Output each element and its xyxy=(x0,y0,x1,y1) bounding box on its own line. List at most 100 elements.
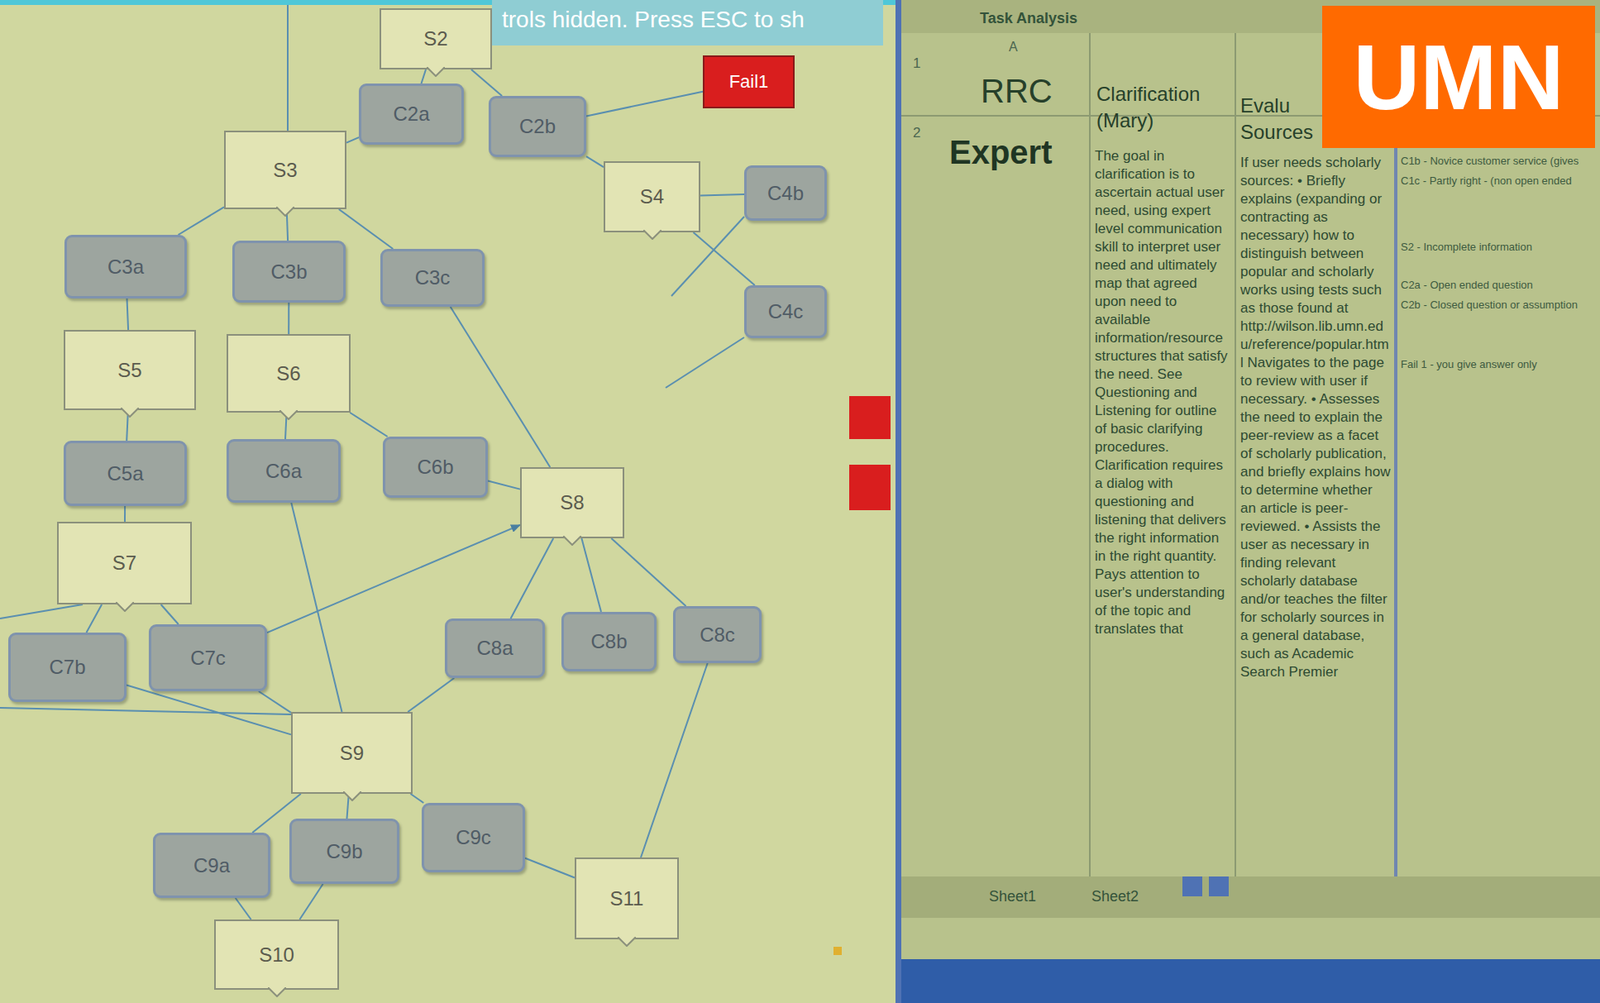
column-heading: Evalu Sources xyxy=(1240,92,1319,146)
connector xyxy=(487,481,521,490)
box-label: C2a xyxy=(392,102,430,126)
box-label: S9 xyxy=(339,741,364,765)
hint-banner: trols hidden. Press ESC to sh xyxy=(491,0,884,46)
box-label: C4c xyxy=(768,300,804,324)
connector xyxy=(124,506,126,522)
note-text: C2b - Closed question or assumption xyxy=(1400,297,1596,312)
connector xyxy=(299,883,323,920)
connector xyxy=(586,156,604,168)
box-label: C2b xyxy=(519,114,556,139)
connector xyxy=(410,793,425,803)
connector xyxy=(126,685,292,736)
choice-box: C3b xyxy=(232,240,346,303)
connector xyxy=(421,69,427,84)
choice-box: C8a xyxy=(444,618,545,679)
box-label: UMN xyxy=(1352,23,1564,131)
choice-box: C8c xyxy=(673,606,762,664)
choice-box: C9c xyxy=(421,802,526,873)
row-number: 2 xyxy=(912,124,921,143)
choice-box: C6a xyxy=(226,439,341,503)
box-label: C8b xyxy=(590,630,627,654)
choice-box: C6b xyxy=(382,436,488,498)
connector xyxy=(291,502,342,712)
connector xyxy=(339,209,394,249)
choice-box: C3a xyxy=(64,234,187,299)
column-header: A xyxy=(1008,38,1018,56)
box-label: C8c xyxy=(699,623,736,647)
step-box: S8 xyxy=(520,467,625,539)
box-label: C3c xyxy=(415,266,451,290)
choice-box: C4c xyxy=(744,285,827,339)
box-label: S4 xyxy=(640,185,664,209)
connector xyxy=(693,232,755,286)
step-notch xyxy=(115,601,134,612)
box-label: C8a xyxy=(476,636,513,660)
box-label: C3b xyxy=(270,260,307,284)
box-label: C9a xyxy=(193,854,230,878)
sheet-tab: Sheet2 xyxy=(1091,886,1139,907)
choice-box: C9a xyxy=(152,832,271,898)
step-notch xyxy=(276,206,295,217)
step-notch xyxy=(120,407,139,418)
box-label: C3a xyxy=(107,255,144,279)
box-label: S8 xyxy=(559,491,584,515)
box-label: S11 xyxy=(610,887,645,911)
row-number: 1 xyxy=(912,54,921,73)
choice-box: C2b xyxy=(488,95,587,158)
box-label: S5 xyxy=(117,358,142,383)
step-notch xyxy=(643,229,662,240)
note-text: C1b - Novice customer service (gives xyxy=(1400,153,1596,168)
connector xyxy=(511,538,555,619)
choice-box: C9b xyxy=(289,818,400,884)
step-notch xyxy=(343,791,362,802)
choice-box: C7b xyxy=(8,632,127,703)
fail-box: Fail1 xyxy=(702,55,795,109)
step-notch xyxy=(426,66,445,77)
box-label: C7b xyxy=(48,655,86,679)
connector xyxy=(267,525,521,633)
note-text: S2 - Incomplete information xyxy=(1400,239,1596,254)
step-box: S5 xyxy=(63,329,196,411)
sheet-tab: Sheet1 xyxy=(988,886,1037,907)
connector xyxy=(349,412,387,437)
choice-box: C4b xyxy=(744,165,827,221)
logo-badge: UMN xyxy=(1322,5,1596,149)
choice-box: C7c xyxy=(148,624,268,692)
connector xyxy=(346,137,359,144)
choice-box: C2a xyxy=(358,83,464,145)
box-label: C9c xyxy=(455,826,492,850)
box-label: Fail1 xyxy=(729,71,769,93)
step-notch xyxy=(563,535,582,546)
column-heading: Clarification (Mary) xyxy=(1096,81,1233,134)
step-notch xyxy=(267,987,287,998)
choice-box: C8b xyxy=(561,611,657,672)
box-label: S7 xyxy=(112,551,137,575)
box-label: C9b xyxy=(325,840,363,864)
connector xyxy=(586,91,703,117)
step-box: S7 xyxy=(57,521,192,605)
connector xyxy=(161,604,179,625)
box-label: S3 xyxy=(272,158,297,182)
connector xyxy=(86,604,103,633)
sheet-title: Task Analysis xyxy=(979,8,1078,29)
box-label: S6 xyxy=(276,362,301,386)
box-label: S2 xyxy=(423,27,448,51)
step-box: S3 xyxy=(224,130,347,210)
step-notch xyxy=(279,410,298,421)
connector xyxy=(471,69,502,96)
step-box: S9 xyxy=(291,711,413,794)
step-box: S10 xyxy=(214,919,340,990)
step-box: S6 xyxy=(226,334,351,413)
box-label: C7c xyxy=(190,646,226,670)
connector xyxy=(407,678,454,712)
box-label: C6a xyxy=(265,459,302,483)
box-label: S10 xyxy=(258,943,295,967)
box-label: C4b xyxy=(767,181,804,206)
connector xyxy=(235,897,252,920)
connector xyxy=(611,538,686,607)
connector xyxy=(178,206,225,235)
note-text: C2a - Open ended question xyxy=(1400,277,1596,292)
connector xyxy=(258,691,292,713)
connector xyxy=(287,302,290,335)
step-notch xyxy=(617,936,636,947)
